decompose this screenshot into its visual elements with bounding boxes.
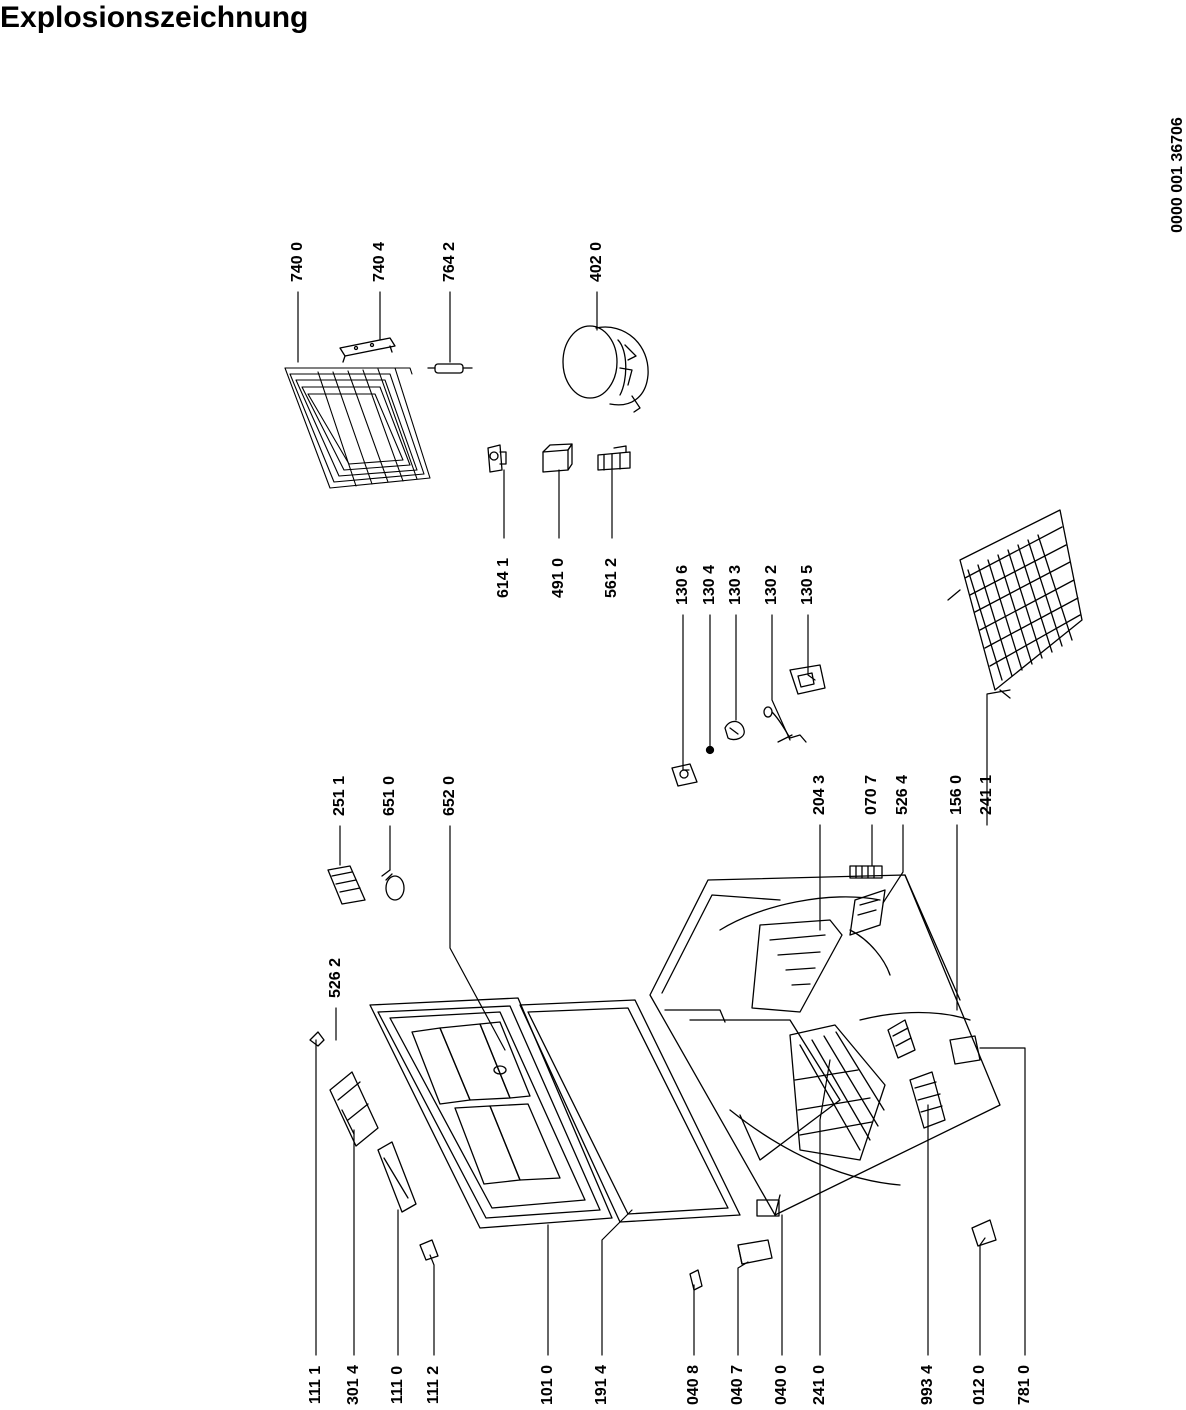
part-label-764-2: 764 2 <box>441 241 458 283</box>
lock <box>377 1141 417 1213</box>
part-label-111-1: 111 1 <box>307 1365 324 1405</box>
part-label-993-4: 993 4 <box>919 1364 936 1406</box>
part-label-491-0: 491 0 <box>550 557 567 599</box>
part-label-130-2: 130 2 <box>763 564 780 606</box>
bracket <box>339 337 396 363</box>
thermostat-capillary <box>763 706 807 743</box>
part-label-156-0: 156 0 <box>948 774 965 816</box>
part-label-526-2: 526 2 <box>327 957 344 999</box>
part-label-130-4: 130 4 <box>701 564 718 606</box>
lamp-bulb <box>381 869 405 901</box>
foot <box>971 1219 997 1247</box>
part-label-740-0: 740 0 <box>289 241 306 283</box>
condenser-coil <box>284 367 431 489</box>
bottom-grille <box>909 1071 946 1129</box>
part-label-781-0: 781 0 <box>1016 1364 1033 1406</box>
thermostat-box <box>671 763 698 787</box>
part-label-614-1: 614 1 <box>495 557 512 599</box>
part-label-191-4: 191 4 <box>593 1364 610 1406</box>
part-label-130-6: 130 6 <box>674 564 691 606</box>
freezer-lid <box>369 997 613 1229</box>
part-label-204-3: 204 3 <box>811 774 828 816</box>
thermostat-dial <box>724 720 745 741</box>
grille-clip <box>849 889 886 936</box>
part-label-111-2: 111 2 <box>425 1365 442 1405</box>
compressor <box>562 325 649 413</box>
part-label-070-7: 070 7 <box>863 774 880 816</box>
part-label-241-0: 241 0 <box>811 1364 828 1406</box>
part-label-012-0: 012 0 <box>971 1364 988 1406</box>
part-label-652-0: 652 0 <box>441 775 458 817</box>
hinge-cover <box>737 1239 773 1265</box>
freezer-cabinet <box>649 874 1001 1217</box>
part-label-526-4: 526 4 <box>894 774 911 816</box>
part-label-241-1: 241 1 <box>978 774 995 816</box>
thermostat-housing <box>789 664 826 695</box>
part-label-301-4: 301 4 <box>345 1364 362 1406</box>
part-label-651-0: 651 0 <box>381 775 398 817</box>
thermostat-knob <box>705 745 715 755</box>
vent-grille <box>849 865 883 879</box>
terminal-block <box>597 445 631 471</box>
door-handle <box>329 1071 379 1147</box>
part-label-101-0: 101 0 <box>539 1364 556 1406</box>
part-label-111-0: 111 0 <box>389 1365 406 1405</box>
drain-plug <box>949 1035 981 1065</box>
page-title: Explosionszeichnung <box>0 1 309 34</box>
relay-cover <box>542 443 573 473</box>
screw <box>309 1031 325 1047</box>
part-label-402-0: 402 0 <box>588 241 605 283</box>
part-label-130-3: 130 3 <box>727 564 744 606</box>
part-label-040-7: 040 7 <box>729 1364 746 1406</box>
part-label-130-5: 130 5 <box>799 564 816 606</box>
part-label-251-1: 251 1 <box>331 775 348 817</box>
part-label-040-0: 040 0 <box>773 1364 790 1406</box>
hinge-small <box>419 1239 439 1261</box>
lid-gasket <box>519 999 741 1223</box>
wire-basket-large <box>947 509 1083 699</box>
starter-relay <box>487 444 507 473</box>
lamp-cover <box>327 865 366 905</box>
grille-element <box>887 1019 916 1059</box>
part-label-561-2: 561 2 <box>603 557 620 599</box>
hinge-pin <box>689 1269 703 1291</box>
part-label-740-4: 740 4 <box>371 241 388 283</box>
evaporator-divider <box>751 919 843 1013</box>
dryer-filter <box>427 363 473 374</box>
wire-basket-small <box>789 1024 886 1161</box>
part-label-040-8: 040 8 <box>685 1364 702 1406</box>
